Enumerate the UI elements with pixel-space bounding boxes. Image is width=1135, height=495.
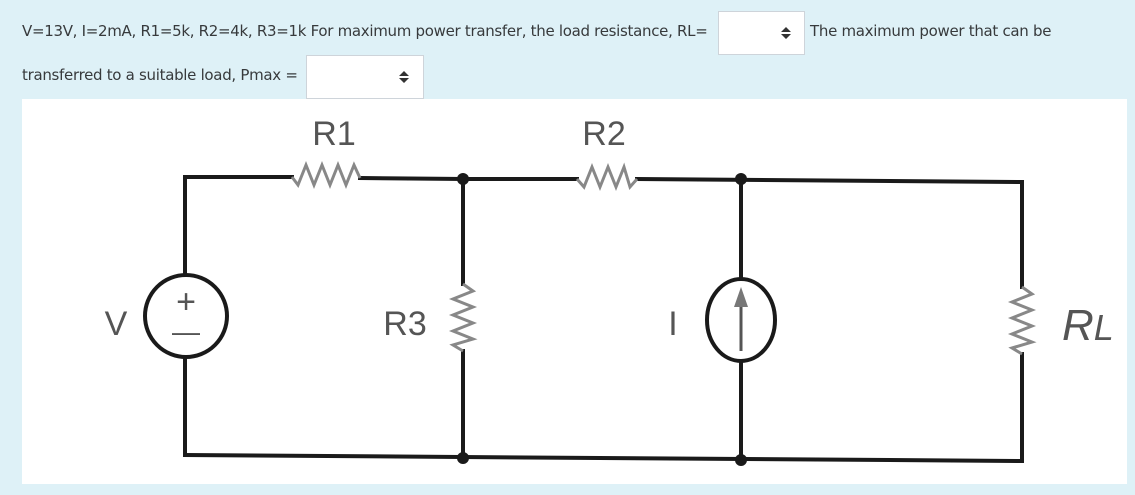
pmax-answer-select[interactable]	[306, 55, 424, 99]
label-i: I	[668, 305, 677, 343]
node-top-2	[735, 173, 747, 185]
question-text-line2: transferred to a suitable load, Pmax =	[22, 66, 298, 84]
resistor-rl	[1007, 285, 1037, 356]
up-down-arrows-icon	[399, 71, 409, 83]
resistor-r3	[448, 282, 478, 353]
node-bottom-1	[457, 452, 469, 464]
resistor-r2	[575, 162, 639, 192]
wire-r1-node1	[357, 175, 466, 182]
circuit-svg: + — V R1 R2 R3 I RL	[105, 115, 1114, 466]
resistor-r1	[290, 160, 362, 190]
up-down-arrows-icon	[781, 27, 791, 39]
voltage-source-icon	[143, 273, 229, 359]
voltage-source-plus: +	[176, 283, 196, 321]
label-r2: R2	[582, 115, 625, 153]
circuit-diagram: + — V R1 R2 R3 I RL	[22, 99, 1127, 484]
label-r1: R1	[312, 115, 355, 153]
question-text-continued: The maximum power that can be	[810, 22, 1052, 40]
label-v: V	[105, 305, 128, 343]
current-arrow-up-icon	[734, 287, 748, 351]
label-r3: R3	[383, 305, 426, 343]
label-rl: RL	[1062, 301, 1114, 350]
node-bottom-2	[735, 454, 747, 466]
wire-bottom	[182, 452, 1025, 464]
question-text-line1: V=13V, I=2mA, R1=5k, R2=4k, R3=1k For ma…	[22, 22, 708, 40]
rl-answer-select[interactable]	[718, 11, 805, 55]
wire-r2-node2	[634, 176, 1025, 185]
voltage-source-minus: —	[172, 316, 200, 347]
node-top-1	[457, 173, 469, 185]
